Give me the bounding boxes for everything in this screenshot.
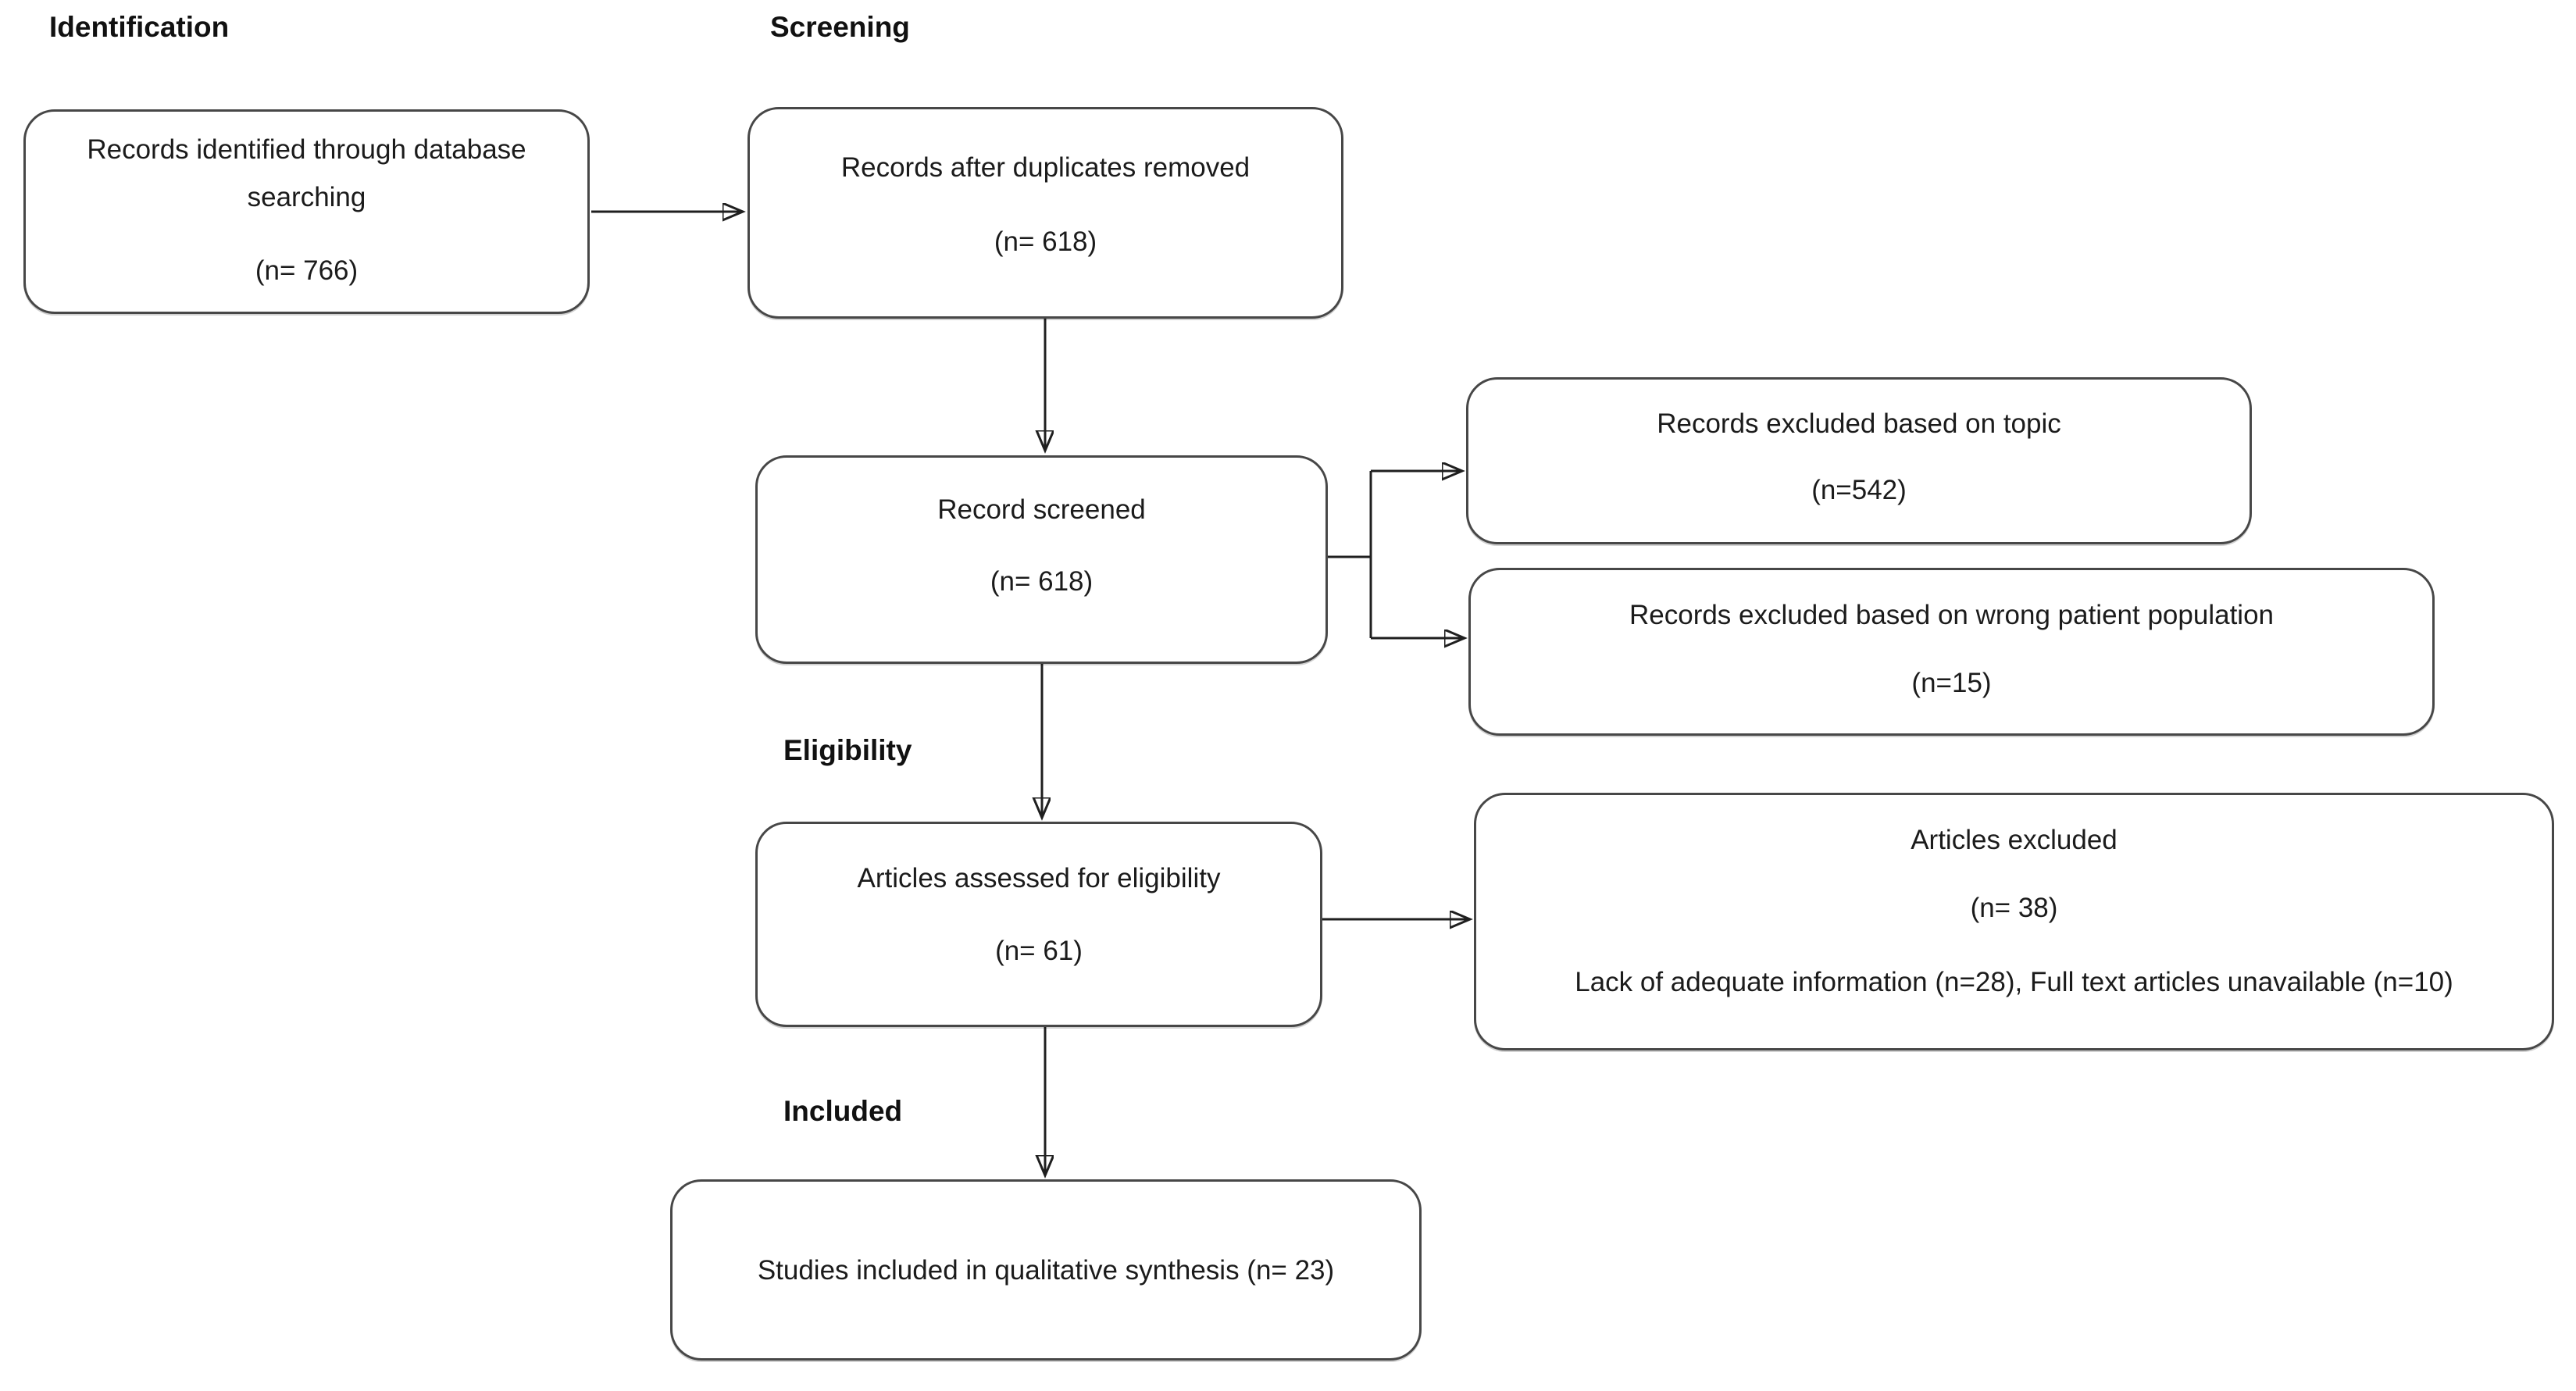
box-excluded-population: Records excluded based on wrong patient … [1468, 568, 2435, 736]
box-count: (n=542) [1811, 475, 1907, 505]
box-title: Records excluded based on wrong patient … [1629, 600, 2274, 630]
box-count: (n= 618) [990, 566, 1094, 597]
box-included-synthesis: Studies included in qualitative synthesi… [670, 1179, 1422, 1361]
stage-label-eligibility: Eligibility [783, 734, 912, 766]
stage-label-included: Included [783, 1095, 903, 1127]
box-count: (n= 61) [995, 936, 1083, 966]
box-count: (n= 618) [994, 226, 1097, 257]
box-title: Record screened [937, 494, 1146, 525]
stage-label-screening: Screening [770, 11, 910, 43]
stage-label-identification: Identification [49, 11, 230, 43]
box-title: Articles assessed for eligibility [857, 863, 1221, 893]
box-count: (n= 766) [255, 255, 359, 286]
box-records-screened: Record screened (n= 618) [755, 455, 1328, 664]
box-articles-excluded: Articles excluded (n= 38) Lack of adequa… [1474, 793, 2554, 1050]
connector-screened-junction [1328, 471, 1372, 638]
box-duplicates-removed: Records after duplicates removed (n= 618… [747, 107, 1343, 319]
box-title: Studies included in qualitative synthesi… [757, 1255, 1335, 1286]
box-count: (n= 38) [1970, 893, 2058, 923]
box-title: Records identified through database sear… [87, 134, 526, 212]
box-title: Records after duplicates removed [840, 152, 1251, 183]
box-count: (n=15) [1911, 668, 1992, 698]
box-detail: Lack of adequate information (n=28), Ful… [1575, 967, 2453, 997]
box-articles-assessed: Articles assessed for eligibility (n= 61… [755, 822, 1322, 1027]
box-title: Articles excluded [1911, 825, 2118, 855]
box-title: Records excluded based on topic [1657, 408, 2061, 439]
box-excluded-topic: Records excluded based on topic (n=542) [1466, 377, 2252, 544]
box-records-identified: Records identified through database sear… [23, 109, 590, 314]
